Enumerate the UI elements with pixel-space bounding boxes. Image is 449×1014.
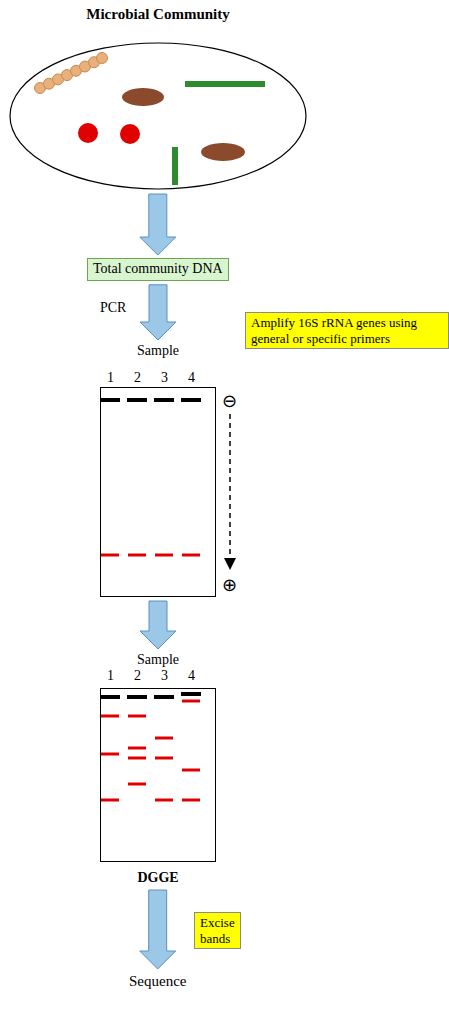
lane-number: 2 bbox=[134, 370, 141, 386]
heading-text: Sample bbox=[100, 343, 216, 359]
node-text: Amplify 16S rRNA genes using general or … bbox=[251, 315, 443, 346]
lane-number: 4 bbox=[188, 370, 195, 386]
block-arrow bbox=[140, 285, 176, 340]
lane-number: 2 bbox=[134, 668, 141, 684]
lane-number: 3 bbox=[161, 668, 168, 684]
electrode-sign: ⊕ bbox=[222, 574, 237, 595]
dgge-gel: SampleDGGE bbox=[100, 652, 216, 886]
microbes bbox=[35, 53, 266, 186]
block-arrow bbox=[140, 194, 176, 255]
note-box: Excise bands bbox=[194, 912, 241, 949]
electrode-sign: ⊖ bbox=[222, 390, 237, 411]
block-arrow bbox=[140, 890, 176, 969]
heading-text: Sample bbox=[100, 652, 216, 668]
community-ellipse: Microbial Community bbox=[8, 6, 308, 190]
lane-number: 3 bbox=[161, 370, 168, 386]
lane-number: 1 bbox=[107, 370, 114, 386]
gel-bands bbox=[100, 400, 201, 555]
node-text: Sequence bbox=[129, 972, 186, 990]
gel-outline bbox=[100, 688, 216, 862]
heading-text: Microbial Community bbox=[8, 6, 308, 23]
ellipse-outline bbox=[8, 6, 308, 190]
block-arrow bbox=[140, 601, 176, 649]
lane-number: 4 bbox=[188, 668, 195, 684]
note-box: Amplify 16S rRNA genes using general or … bbox=[245, 312, 449, 349]
node-text: Excise bands bbox=[200, 915, 235, 946]
migration-arrow bbox=[224, 414, 236, 570]
node-text: Total community DNA bbox=[93, 261, 223, 278]
agarose-gel: Sample bbox=[100, 343, 216, 597]
lane-number: 1 bbox=[107, 668, 114, 684]
process-box: Total community DNA bbox=[87, 258, 229, 281]
dgge-bands bbox=[100, 694, 201, 800]
gel-caption: DGGE bbox=[100, 870, 216, 886]
edge-label: PCR bbox=[100, 300, 126, 316]
result-text: Sequence bbox=[127, 972, 188, 990]
gel-outline bbox=[100, 387, 216, 597]
